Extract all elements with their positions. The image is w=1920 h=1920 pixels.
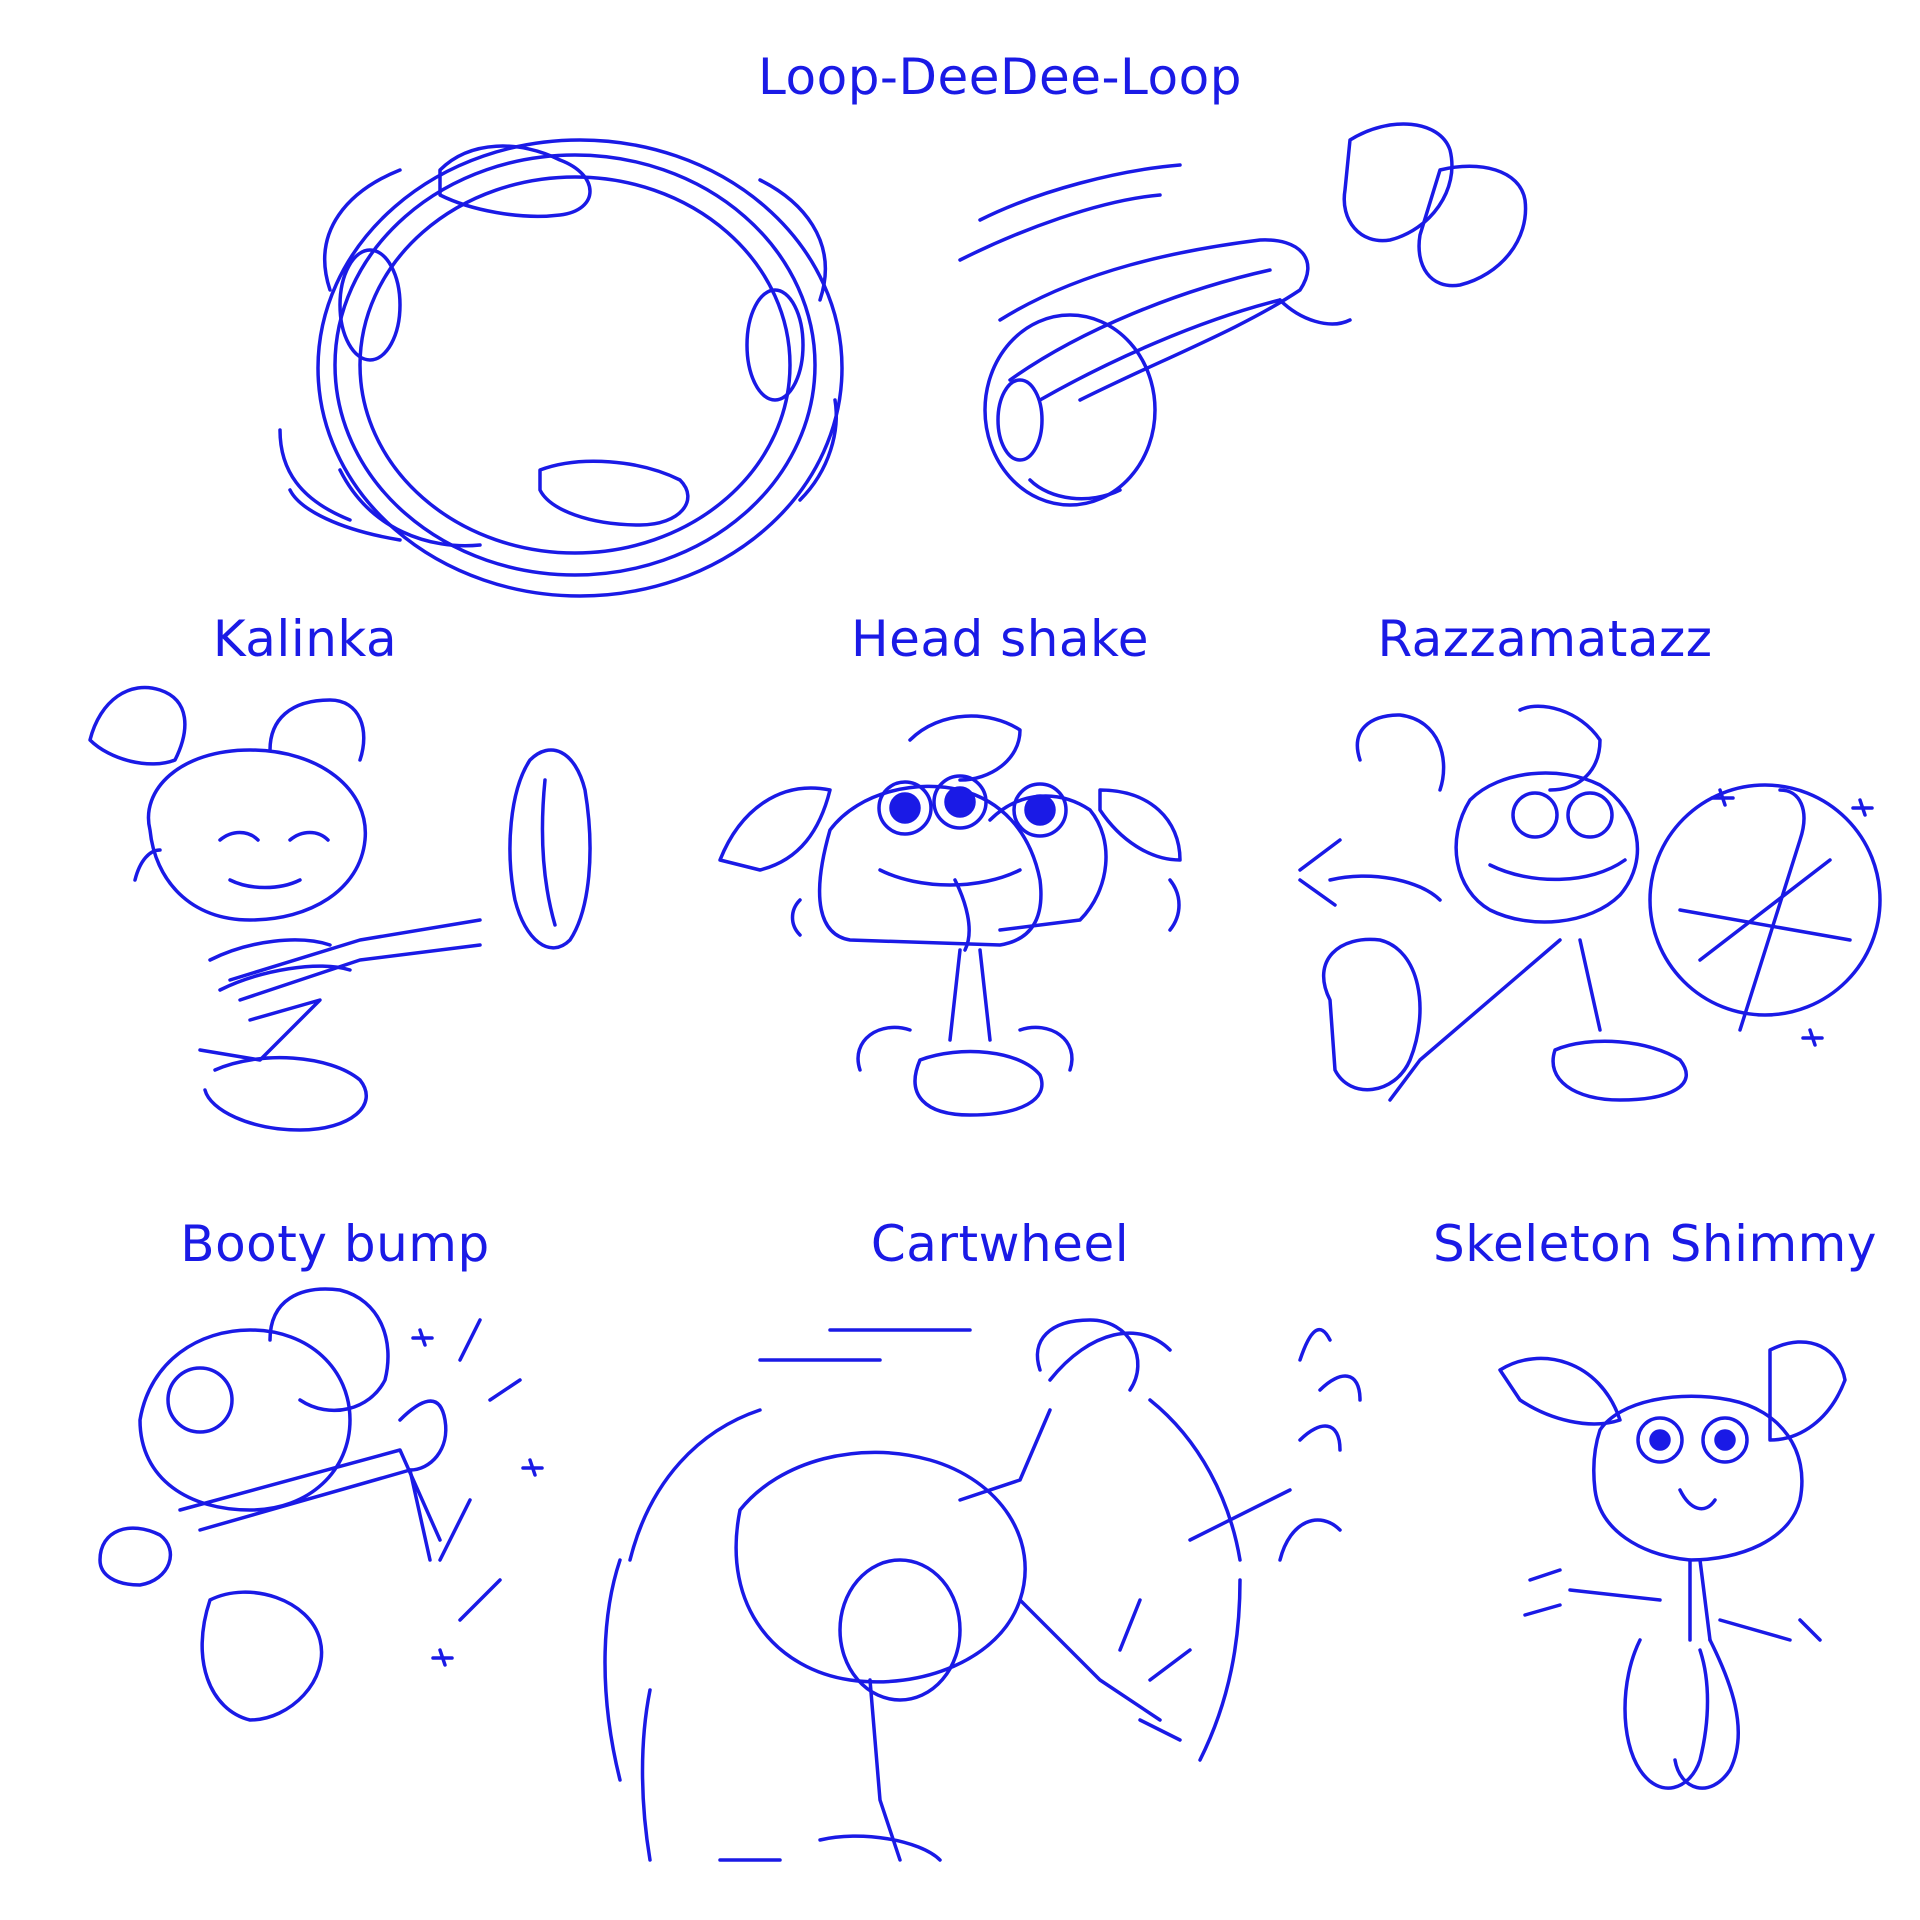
title-headshake: Head shake xyxy=(851,610,1149,668)
title-cartwheel: Cartwheel xyxy=(870,1215,1130,1273)
title-kalinka: Kalinka xyxy=(212,610,398,668)
title-booty: Booty bump xyxy=(180,1215,490,1273)
title-razz: Razzamatazz xyxy=(1377,610,1713,668)
title-skeleton: Skeleton Shimmy xyxy=(1433,1215,1877,1273)
title-loop: Loop-DeeDee-Loop xyxy=(758,48,1242,106)
